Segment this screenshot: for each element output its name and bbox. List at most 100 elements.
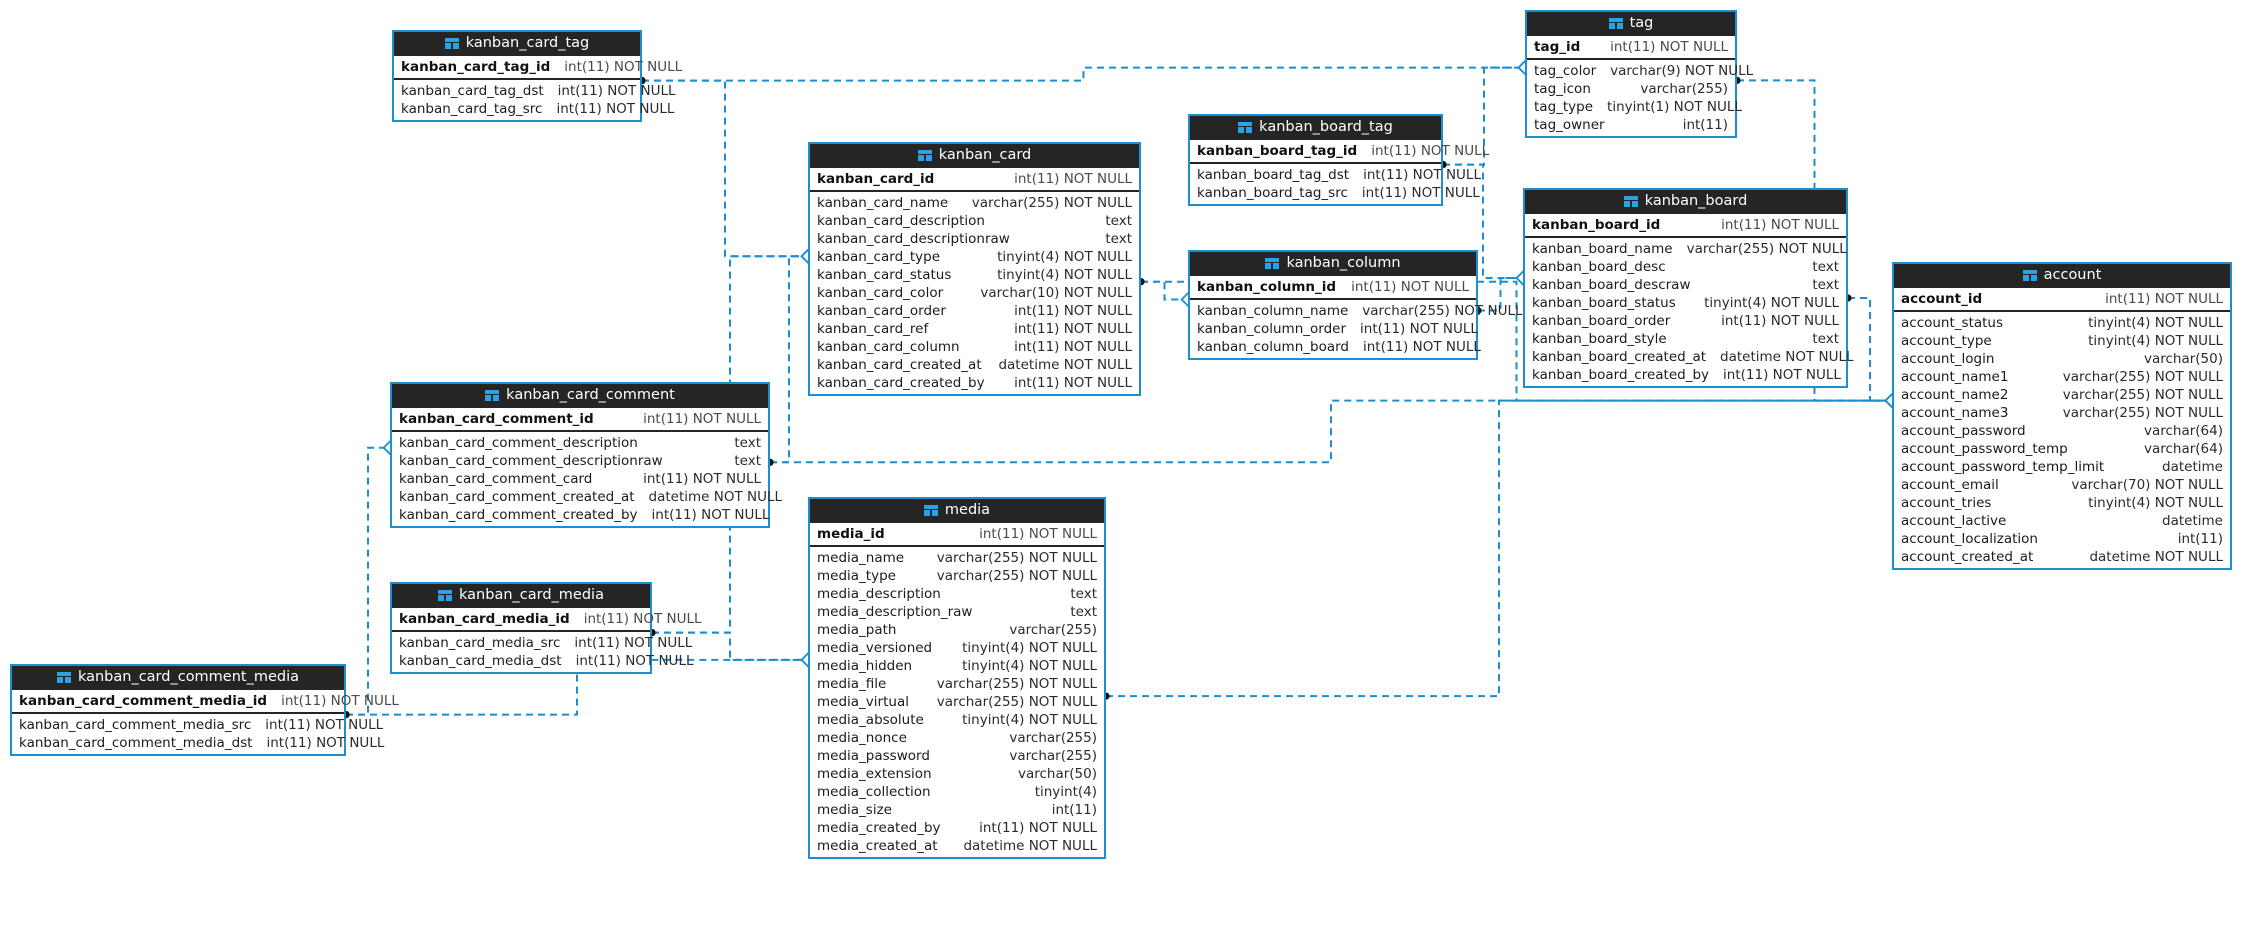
entity-header-kanban_card_comment[interactable]: kanban_card_comment [392,384,768,408]
entity-header-tag[interactable]: tag [1527,12,1735,36]
entity-header-kanban_card_media[interactable]: kanban_card_media [392,584,650,608]
entity-header-kanban_card_comment_media[interactable]: kanban_card_comment_media [12,666,344,690]
entity-header-account[interactable]: account [1894,264,2230,288]
entity-header-kanban_card[interactable]: kanban_card [810,144,1139,168]
entity-header-media[interactable]: media [810,499,1104,523]
entity-header-kanban_board_tag[interactable]: kanban_board_tag [1190,116,1441,140]
entity-header-kanban_board[interactable]: kanban_board [1525,190,1846,214]
entity-header-kanban_card_tag[interactable]: kanban_card_tag [394,32,640,56]
